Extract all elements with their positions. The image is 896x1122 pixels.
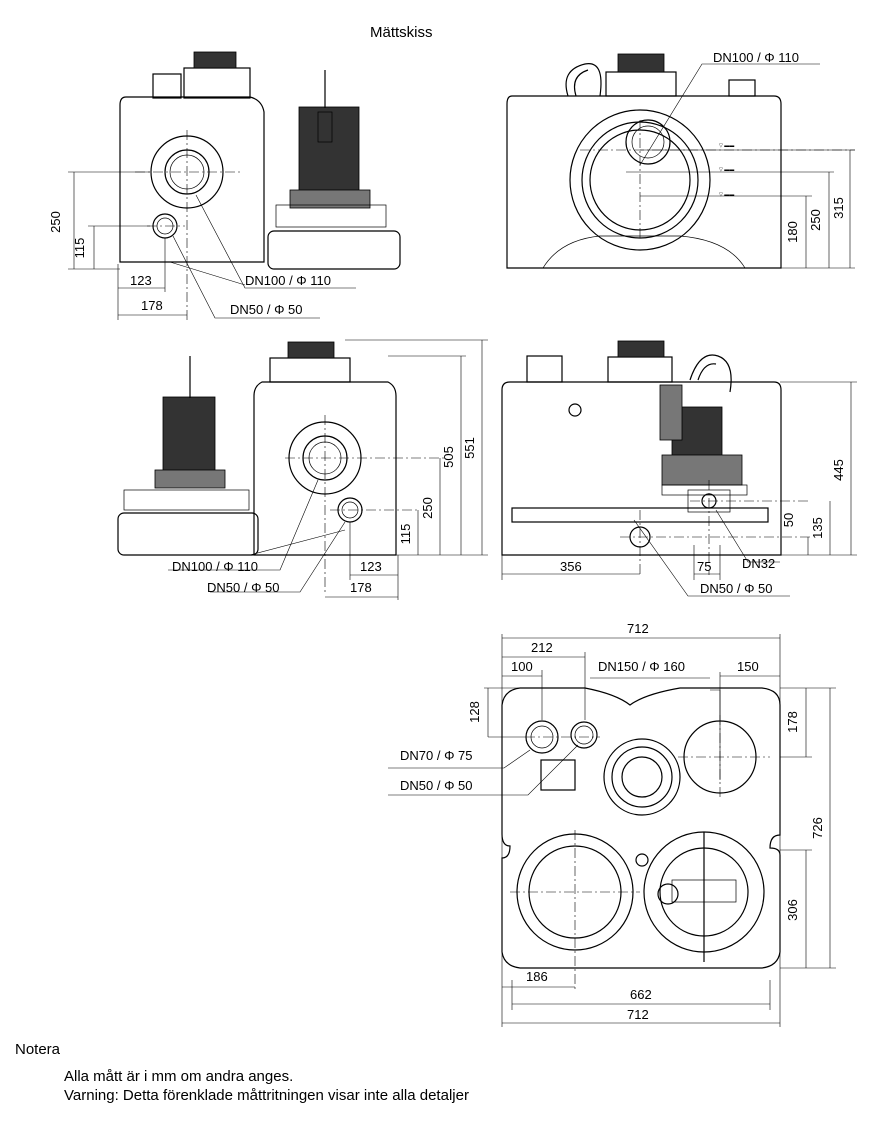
pump-motor	[298, 106, 360, 193]
dim-label: 123	[130, 273, 152, 288]
note-line: Varning: Detta förenklade måttritningen …	[64, 1087, 469, 1104]
pump-motor	[162, 396, 216, 478]
outlet-dn100	[625, 119, 671, 165]
dim-label: 315	[831, 197, 846, 219]
dim-label: 178	[141, 298, 163, 313]
dim-label: 75	[697, 559, 711, 574]
dim-label: 178	[785, 711, 800, 733]
dim-label: 50	[781, 513, 796, 527]
dim-label: 123	[360, 559, 382, 574]
dim-label: 115	[398, 524, 413, 545]
callout-label: DN32	[742, 556, 775, 571]
dim-label: 100	[511, 659, 533, 674]
vent-cap	[269, 357, 351, 383]
dim-label: 180	[785, 221, 800, 243]
base-plate	[267, 230, 401, 270]
inspection-ring	[569, 109, 711, 251]
inlet-dn50	[570, 721, 598, 749]
top-view	[388, 634, 836, 1027]
pump-housing	[154, 469, 226, 489]
inlet-cover	[152, 73, 182, 99]
svg-text:▽ ▬▬: ▽ ▬▬	[719, 167, 734, 173]
pump-flange	[123, 489, 250, 511]
cable-gland	[317, 111, 333, 143]
vent-plug	[568, 403, 582, 417]
pump-housing	[661, 454, 743, 486]
note-line: Alla mått är i mm om andra anges.	[64, 1068, 294, 1085]
dim-label: 186	[526, 969, 548, 984]
svg-text:▽ ▬▬: ▽ ▬▬	[719, 192, 734, 198]
vent-cap	[183, 67, 251, 99]
cable	[565, 63, 602, 97]
inlet-cover	[526, 355, 563, 383]
callout-label: DN50 / Φ 50	[700, 581, 773, 596]
base-plate	[511, 507, 769, 523]
back-view	[501, 340, 857, 597]
dim-label: 250	[808, 209, 823, 231]
dim-label: 306	[785, 899, 800, 921]
dim-label: 726	[810, 817, 825, 839]
right-view: ▽ ▬▬ ▽ ▬▬ ▽ ▬▬	[506, 53, 855, 269]
callout-label: DN50 / Φ 50	[207, 580, 280, 595]
dim-label: 505	[441, 446, 456, 468]
dim-label: 115	[72, 238, 87, 259]
tank-outline	[119, 96, 265, 263]
front-view	[68, 51, 401, 320]
pump-housing	[289, 189, 371, 209]
base-plate	[117, 512, 259, 556]
dim-label: 445	[831, 459, 846, 481]
dim-label: 150	[737, 659, 759, 674]
svg-text:▽ ▬▬: ▽ ▬▬	[719, 143, 734, 149]
callout-label: DN150 / Φ 160	[598, 659, 685, 674]
dim-label: 551	[462, 437, 477, 459]
inlet-cover	[728, 79, 756, 97]
dim-label: 662	[630, 987, 652, 1002]
callout-label: DN50 / Φ 50	[400, 778, 473, 793]
vent-cap	[603, 738, 681, 816]
side-view	[117, 339, 488, 600]
lid-knob	[617, 340, 665, 358]
cable	[689, 354, 732, 393]
page-title: Mättskiss	[370, 24, 433, 41]
dim-label: 178	[350, 580, 372, 595]
pump-flange	[275, 204, 387, 228]
lid-knob	[287, 341, 335, 359]
dim-label: 356	[560, 559, 582, 574]
pump-handle	[659, 384, 683, 441]
dim-label: 250	[48, 211, 63, 233]
callout-label: DN50 / Φ 50	[230, 302, 303, 317]
vent-box	[540, 759, 576, 791]
callout-label: DN70 / Φ 75	[400, 748, 473, 763]
dim-label: 212	[531, 640, 553, 655]
dim-label: 712	[627, 621, 649, 636]
callout-label: DN100 / Φ 110	[713, 50, 799, 65]
callout-label: DN100 / Φ 110	[172, 559, 258, 574]
vent-cap	[607, 356, 673, 383]
vent-cap	[605, 71, 677, 97]
lid-knob	[193, 51, 237, 69]
notes-heading: Notera	[15, 1041, 61, 1058]
dim-label: 250	[420, 497, 435, 519]
callout-label: DN100 / Φ 110	[245, 273, 331, 288]
lid-knob	[617, 53, 665, 73]
dim-label: 712	[627, 1007, 649, 1022]
pump-outlet	[657, 883, 679, 905]
dim-label: 135	[810, 517, 825, 539]
dim-label: 128	[467, 701, 482, 723]
